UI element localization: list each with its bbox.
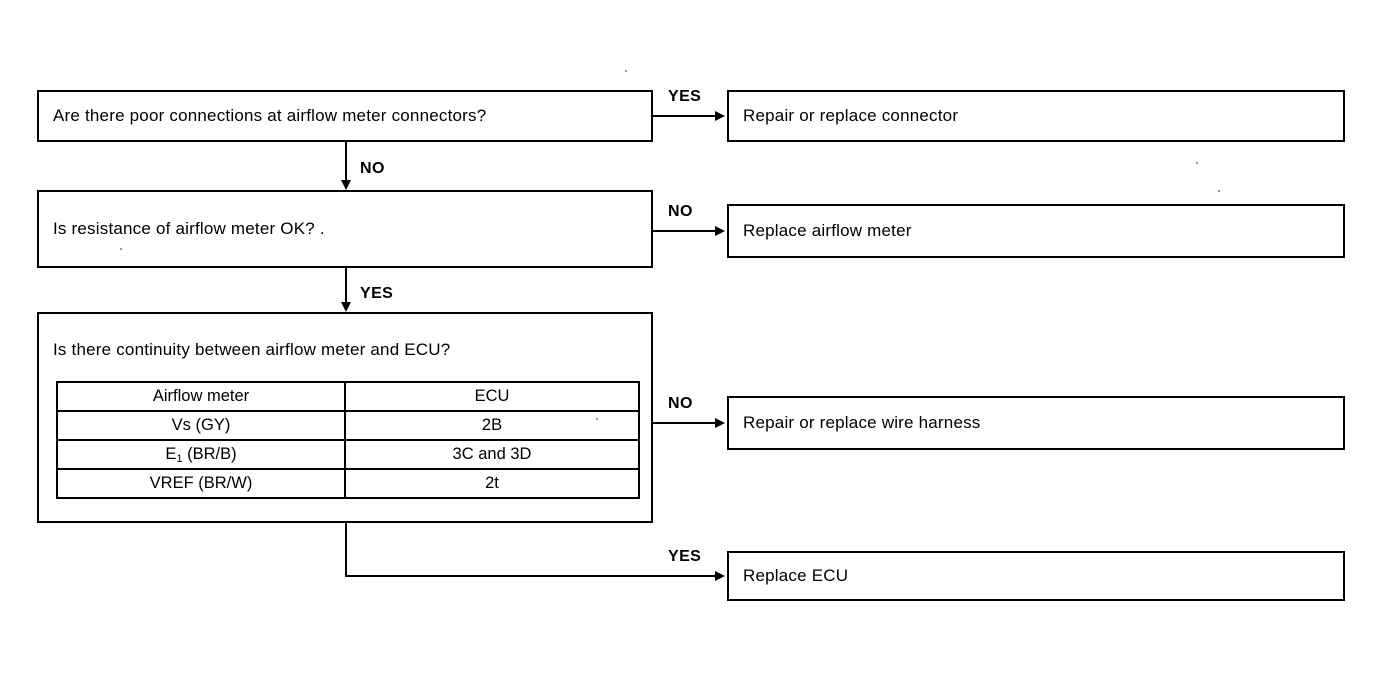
decision-box-connectors: Are there poor connections at airflow me… bbox=[37, 90, 653, 142]
connector-q3-yes-vertical bbox=[345, 523, 347, 577]
connector-q1-no-arrowhead bbox=[341, 180, 351, 190]
branch-label-q2-yes: YES bbox=[360, 285, 394, 302]
table-cell-signal: Vs (GY) bbox=[56, 410, 346, 441]
scan-speckle bbox=[625, 70, 627, 72]
outcome-box-repair-wire-harness-label: Repair or replace wire harness bbox=[743, 413, 981, 432]
scan-speckle bbox=[596, 418, 598, 420]
branch-label-q3-no: NO bbox=[668, 395, 693, 412]
outcome-box-repair-connector: Repair or replace connector bbox=[727, 90, 1345, 142]
decision-box-connectors-label: Are there poor connections at airflow me… bbox=[53, 106, 487, 125]
connector-q2-no-line bbox=[653, 230, 717, 232]
table-cell-ecu: 2B bbox=[344, 410, 640, 441]
connector-q1-yes-arrowhead bbox=[715, 111, 725, 121]
decision-box-resistance: Is resistance of airflow meter OK? . bbox=[37, 190, 653, 268]
table-row: VREF (BR/W) 2t bbox=[56, 468, 640, 499]
table-row: E1 (BR/B) 3C and 3D bbox=[56, 439, 640, 470]
connector-q3-yes-horizontal bbox=[345, 575, 717, 577]
connector-q1-no-line bbox=[345, 142, 347, 182]
continuity-table: Airflow meter ECU Vs (GY) 2B E1 (BR/B) 3… bbox=[56, 381, 640, 499]
connector-q2-yes-line bbox=[345, 268, 347, 304]
decision-box-continuity-label: Is there continuity between airflow mete… bbox=[53, 340, 451, 359]
branch-label-q2-no: NO bbox=[668, 203, 693, 220]
table-header-ecu: ECU bbox=[344, 381, 640, 412]
table-cell-signal-base: E bbox=[165, 444, 177, 463]
outcome-box-repair-wire-harness: Repair or replace wire harness bbox=[727, 396, 1345, 450]
outcome-box-replace-ecu-label: Replace ECU bbox=[743, 566, 849, 585]
decision-box-continuity: Is there continuity between airflow mete… bbox=[37, 312, 653, 523]
table-cell-signal: VREF (BR/W) bbox=[56, 468, 346, 499]
connector-q2-no-arrowhead bbox=[715, 226, 725, 236]
scan-speckle bbox=[1196, 162, 1198, 164]
outcome-box-repair-connector-label: Repair or replace connector bbox=[743, 106, 959, 125]
branch-label-q3-yes: YES bbox=[668, 548, 702, 565]
table-header-airflow-meter: Airflow meter bbox=[56, 381, 346, 412]
decision-box-resistance-label: Is resistance of airflow meter OK? . bbox=[53, 219, 325, 238]
table-cell-signal-rest: (BR/B) bbox=[182, 444, 237, 463]
table-cell-ecu: 3C and 3D bbox=[344, 439, 640, 470]
connector-q3-no-line bbox=[653, 422, 717, 424]
table-cell-ecu: 2t bbox=[344, 468, 640, 499]
connector-q3-yes-arrowhead bbox=[715, 571, 725, 581]
table-cell-signal-subscript: 1 bbox=[176, 452, 183, 465]
scan-speckle bbox=[1218, 190, 1220, 192]
scan-speckle bbox=[120, 248, 122, 250]
connector-q2-yes-arrowhead bbox=[341, 302, 351, 312]
table-cell-signal: E1 (BR/B) bbox=[56, 439, 346, 470]
outcome-box-replace-airflow-meter-label: Replace airflow meter bbox=[743, 221, 912, 240]
table-row: Vs (GY) 2B bbox=[56, 410, 640, 441]
outcome-box-replace-ecu: Replace ECU bbox=[727, 551, 1345, 601]
outcome-box-replace-airflow-meter: Replace airflow meter bbox=[727, 204, 1345, 258]
branch-label-q1-yes: YES bbox=[668, 88, 702, 105]
branch-label-q1-no: NO bbox=[360, 160, 385, 177]
table-header-row: Airflow meter ECU bbox=[56, 381, 640, 412]
connector-q1-yes-line bbox=[653, 115, 717, 117]
connector-q3-no-arrowhead bbox=[715, 418, 725, 428]
